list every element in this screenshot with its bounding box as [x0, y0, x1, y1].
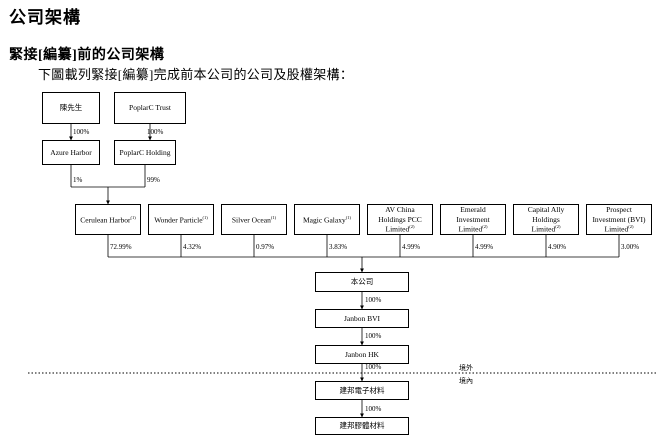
- pct-chen-azure: 100%: [73, 128, 90, 136]
- section-title: 緊接[編纂]前的公司架構: [9, 48, 165, 63]
- pct-holding: 99%: [147, 176, 160, 184]
- node-poplarc-trust: PoplarC Trust: [114, 92, 186, 124]
- node-janbon-bvi: Janbon BVI: [315, 309, 409, 328]
- node-shareholder: Magic Galaxy(1): [294, 204, 360, 235]
- shareholder-pct: 0.97%: [256, 243, 275, 251]
- shareholder-pct: 4.90%: [548, 243, 567, 251]
- page-title: 公司架構: [9, 8, 81, 27]
- offshore-label: 境外: [459, 364, 473, 372]
- node-company: 本公司: [315, 272, 409, 292]
- node-janbon-hk: Janbon HK: [315, 345, 409, 364]
- node-shareholder: Cerulean Harbor(1): [75, 204, 141, 235]
- shareholder-pct: 4.99%: [402, 243, 421, 251]
- pct-electronic-adhesive: 100%: [365, 405, 382, 413]
- shareholder-pct: 3.00%: [621, 243, 640, 251]
- pct-company-bvi: 100%: [365, 296, 382, 304]
- pct-hk-electronic: 100%: [365, 363, 382, 371]
- pct-azure: 1%: [73, 176, 83, 184]
- node-chen: 陳先生: [42, 92, 100, 124]
- node-jianbang-electronic: 建邦電子材料: [315, 381, 409, 400]
- node-shareholder: AV China Holdings PCC Limited(2): [367, 204, 433, 235]
- shareholder-pct: 3.83%: [329, 243, 348, 251]
- node-shareholder: Prospect Investment (BVI) Limited(2): [586, 204, 652, 235]
- shareholder-pct: 72.99%: [110, 243, 132, 251]
- pct-bvi-hk: 100%: [365, 332, 382, 340]
- node-azure-harbor: Azure Harbor: [42, 140, 100, 165]
- shareholder-pct: 4.32%: [183, 243, 202, 251]
- node-shareholder: Emerald Investment Limited(2): [440, 204, 506, 235]
- intro-text: 下圖載列緊接[編纂]完成前本公司的公司及股權架構：: [38, 67, 354, 82]
- node-shareholder: Silver Ocean(1): [221, 204, 287, 235]
- node-jianbang-adhesive: 建邦膠體材料: [315, 417, 409, 435]
- node-shareholder: Capital Ally Holdings Limited(2): [513, 204, 579, 235]
- pct-trust-holding: 100%: [147, 128, 164, 136]
- node-shareholder: Wonder Particle(1): [148, 204, 214, 235]
- node-poplarc-holding: PoplarC Holding: [114, 140, 176, 165]
- shareholder-pct: 4.99%: [475, 243, 494, 251]
- onshore-label: 境內: [459, 377, 473, 385]
